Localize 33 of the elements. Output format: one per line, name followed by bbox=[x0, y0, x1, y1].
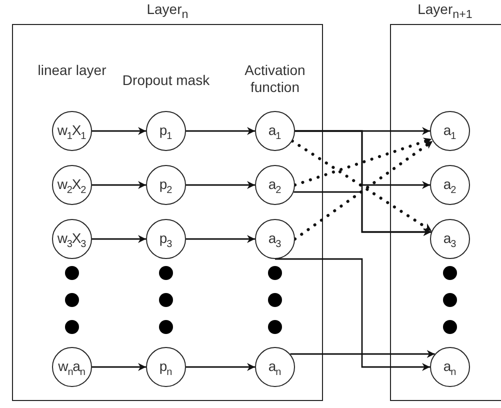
neuron-circle: w$_{1}$X$_{1}$ bbox=[52, 110, 92, 150]
layer-title: Layer$_{n+1}$ bbox=[416, 1, 474, 21]
arrow bbox=[186, 127, 255, 135]
arrow bbox=[186, 181, 255, 189]
arrow bbox=[92, 181, 146, 189]
column-heading: Activation function bbox=[244, 62, 306, 96]
neuron-circle: a$_{1}$ bbox=[430, 110, 470, 150]
neuron-circle: w$_{n}$a$_{n}$ bbox=[52, 346, 92, 386]
neuron-circle: a$_{n}$ bbox=[430, 346, 470, 386]
neuron-circle: p$_{n}$ bbox=[146, 346, 186, 386]
neuron-circle: a$_{n}$ bbox=[254, 346, 294, 386]
arrow bbox=[186, 363, 255, 371]
neuron-circle: w$_{3}$X$_{3}$ bbox=[52, 218, 92, 258]
neuron-circle: p$_{1}$ bbox=[146, 110, 186, 150]
neuron-circle: p$_{2}$ bbox=[146, 164, 186, 204]
arrow bbox=[92, 363, 146, 371]
neuron-circle: a$_{1}$ bbox=[254, 110, 294, 150]
neuron-circle: a$_{3}$ bbox=[254, 218, 294, 258]
arrow bbox=[290, 350, 435, 358]
column-heading: Dropout mask bbox=[121, 72, 211, 89]
arrow bbox=[294, 191, 432, 236]
arrow bbox=[92, 235, 146, 243]
neuron-circle: a$_{3}$ bbox=[430, 218, 470, 258]
dotted-arrow bbox=[294, 138, 434, 186]
neuron-circle: a$_{2}$ bbox=[430, 164, 470, 204]
layer-title: Layer$_{n}$ bbox=[146, 1, 190, 21]
neuron-circle: w$_{2}$X$_{2}$ bbox=[52, 164, 92, 204]
neuron-circle: a$_{2}$ bbox=[254, 164, 294, 204]
arrow bbox=[186, 235, 255, 243]
arrow bbox=[92, 127, 146, 135]
column-heading: linear layer bbox=[37, 62, 107, 79]
neuron-circle: p$_{3}$ bbox=[146, 218, 186, 258]
arrow bbox=[274, 258, 430, 371]
